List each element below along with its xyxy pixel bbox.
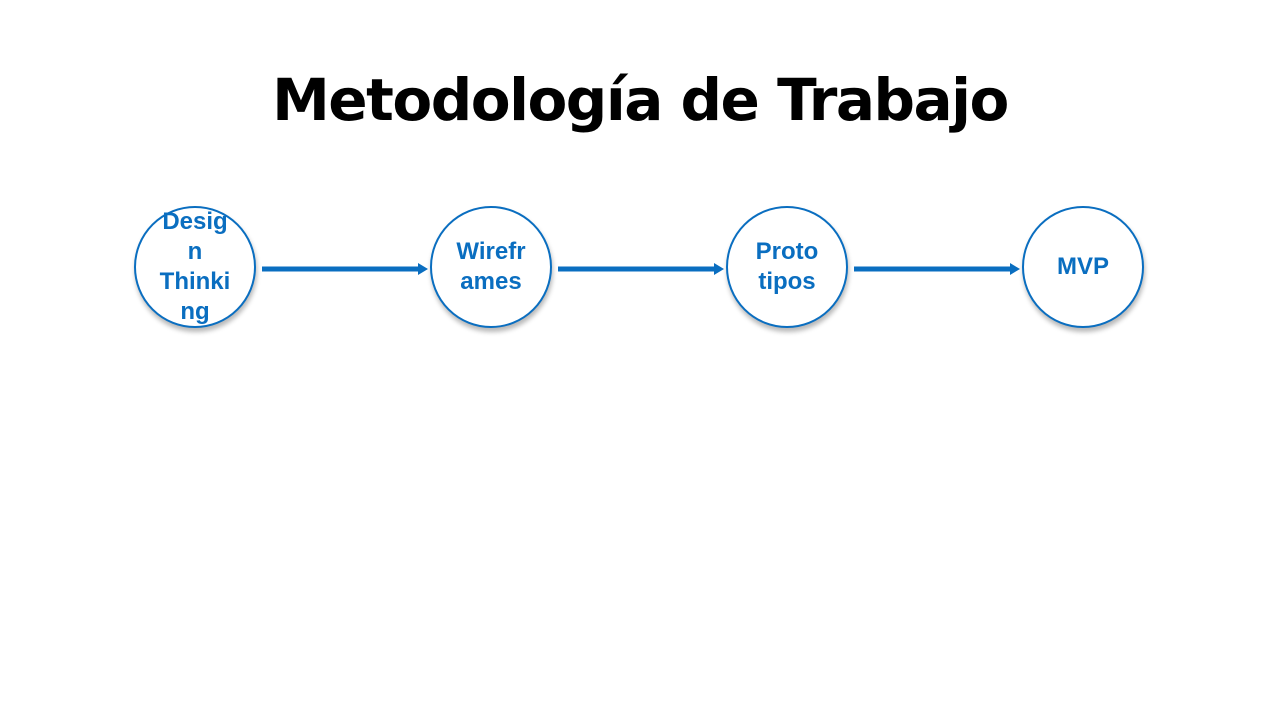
step-label: Proto tipos: [755, 238, 819, 295]
step-label: Desig n Thinki ng: [159, 208, 231, 325]
step-mvp: MVP: [1022, 206, 1144, 328]
arrow-right-icon: [262, 262, 428, 276]
arrow-right-icon: [558, 262, 724, 276]
step-wireframes: Wirefr ames: [430, 206, 552, 328]
step-design-thinking: Desig n Thinki ng: [134, 206, 256, 328]
step-label: Wirefr ames: [456, 238, 526, 295]
slide-title: Metodología de Trabajo: [272, 66, 1009, 134]
step-prototipos: Proto tipos: [726, 206, 848, 328]
step-label: MVP: [1056, 253, 1109, 280]
arrow-right-icon: [854, 262, 1020, 276]
